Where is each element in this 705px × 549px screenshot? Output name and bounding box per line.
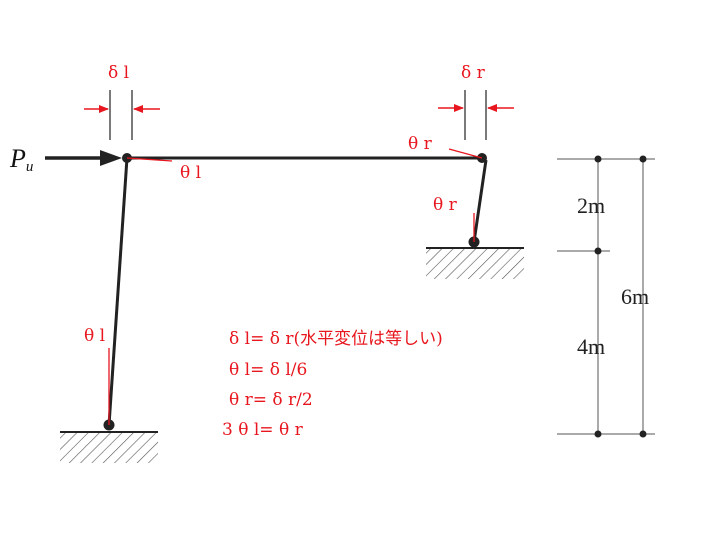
right-column bbox=[472, 159, 488, 243]
theta-right-label-mid: θ r bbox=[433, 195, 458, 215]
load-arrow bbox=[45, 150, 122, 166]
theta-right-label-top: θ r bbox=[408, 134, 433, 154]
theta-left-label-top: θ l bbox=[180, 163, 201, 183]
dimension-total-label: 6m bbox=[621, 284, 649, 309]
equation-3: θ r= δ r/2 bbox=[229, 390, 313, 410]
equation-2: θ l= δ l/6 bbox=[229, 360, 307, 380]
delta-right-label: δ r bbox=[461, 63, 486, 83]
dimension-lower-label: 4m bbox=[577, 334, 605, 359]
left-column bbox=[107, 157, 129, 426]
theta-left-label-bottom: θ l bbox=[84, 326, 105, 346]
dimension-lines bbox=[557, 155, 655, 438]
load-label: Pu bbox=[9, 144, 33, 175]
theta-right-ref-line-top bbox=[448, 148, 483, 159]
theta-left-ref-line-top bbox=[126, 157, 173, 162]
equation-4: 3 θ l= θ r bbox=[222, 420, 304, 440]
equation-1: δ l= δ r(水平変位は等しい) bbox=[229, 329, 443, 349]
left-ground-support bbox=[60, 431, 158, 463]
right-ground-support bbox=[426, 247, 524, 279]
delta-left-marker bbox=[84, 90, 160, 140]
dimension-upper-label: 2m bbox=[577, 193, 605, 218]
delta-right-marker bbox=[438, 90, 514, 140]
delta-left-label: δ l bbox=[108, 63, 129, 83]
